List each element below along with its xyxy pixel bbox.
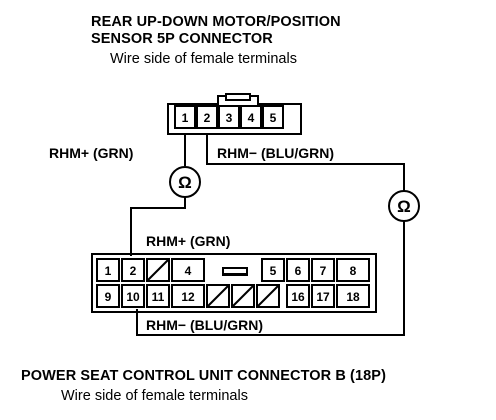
bottom-pin-7: 7 — [320, 264, 327, 278]
ohm-symbol-left: Ω — [178, 173, 192, 192]
bottom-pin-1: 1 — [105, 264, 112, 278]
label-rhm-plus-bottom: RHM+ (GRN) — [146, 233, 230, 249]
test-leads — [130, 134, 420, 336]
bottom-pin-16: 16 — [291, 290, 305, 304]
top-pin-5: 5 — [270, 111, 277, 125]
bottom-pin-10: 10 — [126, 290, 140, 304]
bottom-pin-17: 17 — [316, 290, 330, 304]
top-pin-2: 2 — [204, 111, 211, 125]
bottom-pin-5: 5 — [270, 264, 277, 278]
bottom-pin-2: 2 — [130, 264, 137, 278]
bottom-pin-12: 12 — [181, 290, 195, 304]
top-connector-title-line2: SENSOR 5P CONNECTOR — [91, 31, 273, 47]
top-connector-pin-labels: 1 2 3 4 5 — [182, 111, 277, 125]
bottom-connector-subtitle: Wire side of female terminals — [61, 388, 248, 404]
bottom-pin-6: 6 — [295, 264, 302, 278]
bottom-pin-11: 11 — [152, 290, 165, 304]
bottom-pin-18: 18 — [346, 290, 360, 304]
top-pin-4: 4 — [248, 111, 255, 125]
bottom-connector-pin-labels: 1 2 4 5 6 7 8 9 10 11 12 16 17 18 — [105, 264, 360, 304]
lead-rhm-minus-lower — [136, 221, 405, 336]
label-rhm-minus-bottom: RHM− (BLU/GRN) — [146, 317, 263, 333]
label-rhm-plus-top: RHM+ (GRN) — [49, 145, 133, 161]
lead-rhm-plus-lower — [130, 197, 186, 256]
bottom-18p-connector — [91, 253, 377, 313]
bottom-connector-title: POWER SEAT CONTROL UNIT CONNECTOR B (18P… — [21, 368, 387, 384]
bottom-pin-4: 4 — [185, 264, 192, 278]
bottom-pin-8: 8 — [350, 264, 357, 278]
lead-rhm-minus — [206, 134, 405, 191]
top-connector-title-line1: REAR UP-DOWN MOTOR/POSITION — [91, 14, 341, 30]
top-pin-1: 1 — [182, 111, 189, 125]
ohm-symbol-right: Ω — [397, 197, 411, 216]
top-pin-3: 3 — [226, 111, 233, 125]
top-5p-connector — [167, 93, 302, 135]
bottom-pin-9: 9 — [105, 290, 112, 304]
top-connector-subtitle: Wire side of female terminals — [110, 51, 297, 67]
label-rhm-minus-top: RHM− (BLU/GRN) — [217, 145, 334, 161]
